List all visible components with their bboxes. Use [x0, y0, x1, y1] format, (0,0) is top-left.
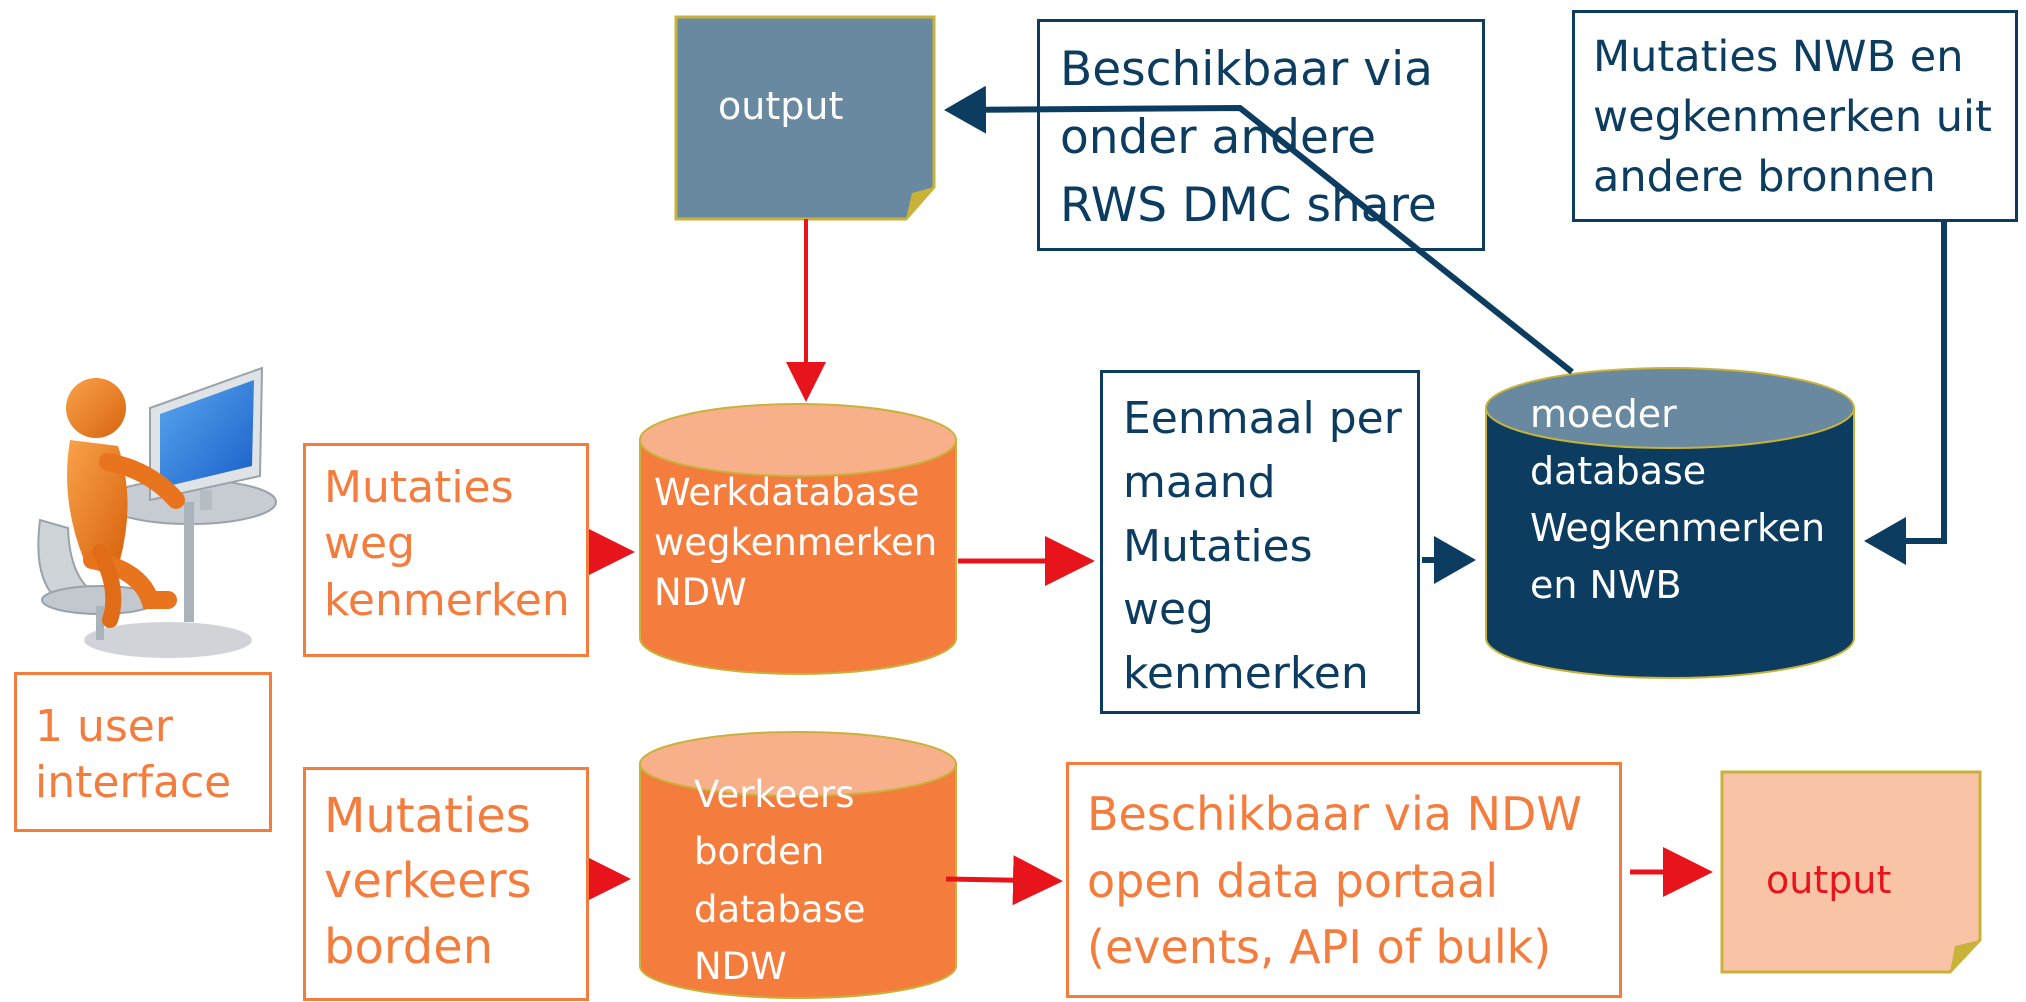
verkeersborden-label: Verkeers borden database NDW	[694, 766, 866, 995]
mutaties-verkeers-line-2: verkeers	[324, 853, 532, 910]
verkeersborden-line-4: NDW	[694, 945, 787, 989]
eenmaal-line-3: Mutaties	[1123, 520, 1313, 572]
verkeersborden-line-3: database	[694, 887, 866, 931]
moeder-database-cylinder	[1485, 367, 1855, 679]
moeder-line-2: database	[1530, 449, 1707, 493]
beschikbaar-ndw-line-3: (events, API of bulk)	[1087, 920, 1552, 975]
eenmaal-line-1: Eenmaal per	[1123, 393, 1402, 444]
mutaties-verkeers-borden-box: Mutaties verkeers borden	[303, 767, 589, 1001]
output-bottom-note	[1720, 770, 1982, 974]
output-top-note	[674, 15, 936, 221]
mutaties-nwb-box: Mutaties NWB en wegkenmerken uit andere …	[1572, 10, 2018, 222]
user-interface-line-1: 1 user	[35, 701, 173, 752]
beschikbaar-dmc-line-3: RWS DMC share	[1060, 178, 1437, 234]
beschikbaar-ndw-line-2: open data portaal	[1087, 853, 1499, 908]
mutaties-nwb-line-3: andere bronnen	[1593, 152, 1936, 203]
werkdatabase-line-2: wegkenmerken	[654, 520, 938, 564]
user-interface-line-2: interface	[35, 757, 232, 809]
beschikbaar-dmc-box: Beschikbaar via onder andere RWS DMC sha…	[1037, 19, 1485, 251]
eenmaal-per-maand-box: Eenmaal per maand Mutaties weg kenmerken	[1100, 370, 1420, 714]
eenmaal-line-4: weg	[1123, 584, 1214, 636]
mutaties-verkeers-line-1: Mutaties	[324, 788, 531, 844]
moeder-database-label: moeder database Wegkenmerken en NWB	[1530, 386, 1825, 614]
moeder-line-1: moeder	[1530, 392, 1677, 436]
mutaties-nwb-line-1: Mutaties NWB en	[1593, 32, 1964, 82]
verkeersborden-line-2: borden	[694, 830, 825, 874]
mutaties-weg-line-3: kenmerken	[324, 574, 570, 626]
beschikbaar-dmc-line-1: Beschikbaar via	[1060, 42, 1433, 97]
output-bottom-label: output	[1766, 858, 1892, 902]
mutaties-verkeers-line-3: borden	[324, 918, 494, 975]
mutaties-nwb-line-2: wegkenmerken uit	[1593, 92, 1992, 143]
user-interface-box[interactable]: 1 user interface	[14, 672, 272, 832]
arrow-moeder-to-output-top	[944, 85, 1574, 375]
mutaties-weg-kenmerken-box: Mutaties weg kenmerken	[303, 443, 589, 657]
mutaties-weg-line-2: weg	[324, 518, 415, 570]
mutaties-weg-line-1: Mutaties	[324, 462, 514, 513]
beschikbaar-ndw-portal-box: Beschikbaar via NDW open data portaal (e…	[1066, 762, 1622, 998]
werkdatabase-line-1: Werkdatabase	[654, 471, 920, 514]
werkdatabase-cylinder	[639, 403, 957, 675]
arrow-nwb-to-moeder	[1864, 222, 1947, 565]
beschikbaar-ndw-line-1: Beschikbaar via NDW	[1087, 787, 1582, 841]
verkeersborden-line-1: Verkeers	[694, 773, 855, 816]
verkeersborden-cylinder	[639, 731, 957, 999]
output-top-label: output	[718, 84, 844, 128]
arrow-borden-db-to-ndw-portal	[945, 855, 1063, 906]
person-at-computer-icon	[37, 366, 277, 658]
eenmaal-line-5: kenmerken	[1123, 648, 1369, 700]
moeder-line-4: en NWB	[1530, 563, 1682, 607]
eenmaal-line-2: maand	[1123, 456, 1276, 508]
werkdatabase-label: Werkdatabase wegkenmerken NDW	[654, 468, 937, 618]
werkdatabase-line-3: NDW	[654, 570, 747, 614]
moeder-line-3: Wegkenmerken	[1530, 506, 1826, 550]
beschikbaar-dmc-line-2: onder andere	[1060, 110, 1377, 166]
